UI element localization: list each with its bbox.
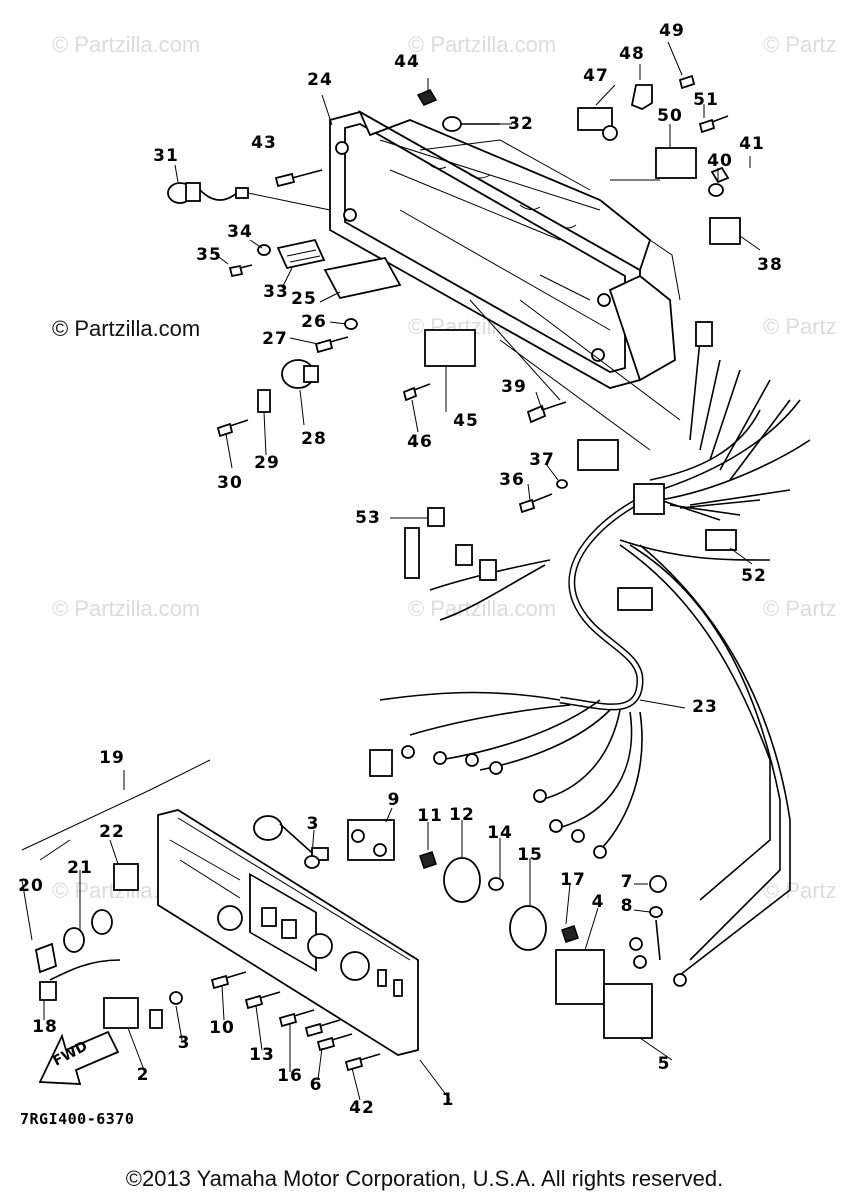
callout-47: 47 <box>583 66 609 86</box>
callout-38: 38 <box>757 255 783 275</box>
callout-27: 27 <box>262 329 288 349</box>
callout-18: 18 <box>32 1017 58 1037</box>
callout-46: 46 <box>407 432 433 452</box>
callout-49: 49 <box>659 21 685 41</box>
callout-1: 1 <box>441 1090 455 1110</box>
parts-47-48-50-38 <box>577 84 741 245</box>
callout-26: 26 <box>301 312 327 332</box>
callout-31: 31 <box>153 146 179 166</box>
callout-29: 29 <box>254 453 280 473</box>
callout-7: 7 <box>620 872 634 892</box>
callout-52: 52 <box>741 566 767 586</box>
callout-48: 48 <box>619 44 645 64</box>
callout-3: 3 <box>177 1033 191 1053</box>
part-45 <box>424 329 476 367</box>
callout-42: 42 <box>349 1098 375 1118</box>
callout-35: 35 <box>196 245 222 265</box>
callout-13: 13 <box>249 1045 275 1065</box>
watermark: © Partzilla.com <box>52 596 201 621</box>
callout-41: 41 <box>739 134 765 154</box>
part-31 <box>167 182 331 211</box>
callout-14: 14 <box>487 823 513 843</box>
callout-37: 37 <box>529 450 555 470</box>
callout-32: 32 <box>508 114 534 134</box>
callout-19: 19 <box>99 748 125 768</box>
watermark: © Partz <box>763 596 837 621</box>
callout-12: 12 <box>449 805 475 825</box>
callout-25: 25 <box>291 289 317 309</box>
callout-11: 11 <box>417 806 443 826</box>
callout-33: 33 <box>263 282 289 302</box>
callout-50: 50 <box>657 106 683 126</box>
callout-20: 20 <box>18 876 44 896</box>
callout-53: 53 <box>355 508 381 528</box>
callout-43: 43 <box>251 133 277 153</box>
outlets-breakers <box>347 819 687 1039</box>
callout-39: 39 <box>501 377 527 397</box>
callout-24: 24 <box>307 70 333 90</box>
callout-17: 17 <box>560 870 586 890</box>
watermark: © Partzilla.com <box>52 32 201 57</box>
fwd-arrow <box>38 1030 120 1085</box>
callout-45: 45 <box>453 411 479 431</box>
panel-components <box>21 759 329 1029</box>
callout-21: 21 <box>67 858 93 878</box>
callout-44: 44 <box>394 52 420 72</box>
callout-16: 16 <box>277 1066 303 1086</box>
callout-8: 8 <box>620 896 634 916</box>
callout-36: 36 <box>499 470 525 490</box>
callout-3: 3 <box>306 814 320 834</box>
callout-51: 51 <box>693 90 719 110</box>
callout-10: 10 <box>209 1018 235 1038</box>
watermark: © Partz <box>763 878 837 903</box>
fasteners-lower <box>210 855 381 1072</box>
callout-34: 34 <box>227 222 253 242</box>
callout-4: 4 <box>591 892 605 912</box>
callout-30: 30 <box>217 473 243 493</box>
callout-5: 5 <box>657 1054 671 1074</box>
watermark: © Partz <box>763 314 837 339</box>
callout-15: 15 <box>517 845 543 865</box>
callout-40: 40 <box>707 151 733 171</box>
wire-harness <box>369 321 811 976</box>
callout-28: 28 <box>301 429 327 449</box>
housing-frame <box>329 109 681 389</box>
callout-22: 22 <box>99 822 125 842</box>
plate-25 <box>323 256 402 300</box>
diagram-code: 7RGI400-6370 <box>20 1110 135 1128</box>
parts-28-29-30 <box>216 359 319 438</box>
callout-2: 2 <box>136 1065 150 1085</box>
callout-6: 6 <box>309 1075 323 1095</box>
plate-33 <box>276 238 326 270</box>
callout-9: 9 <box>387 790 401 810</box>
watermark-main: © Partzilla.com <box>52 316 201 341</box>
copyright-footer: ©2013 Yamaha Motor Corporation, U.S.A. A… <box>125 1166 724 1191</box>
watermark: © Partz <box>763 32 837 57</box>
callout-23: 23 <box>692 697 718 717</box>
watermark: © Partzilla.com <box>408 32 557 57</box>
control-panel <box>157 809 419 1056</box>
